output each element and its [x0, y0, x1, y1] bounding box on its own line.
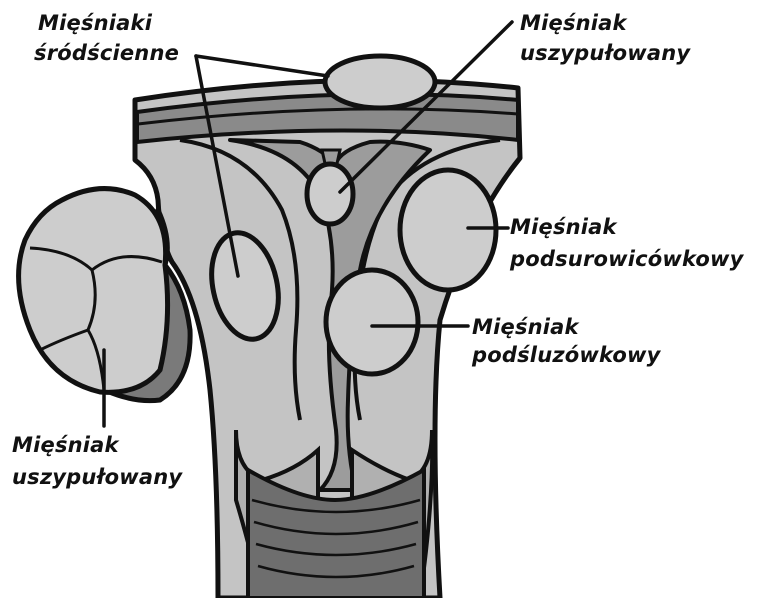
myometrium-layer-left [179, 138, 302, 421]
fibroid-intramural-top [322, 53, 438, 111]
serosa-band [135, 92, 520, 145]
label-submucosal-line1: Mięśniak [472, 315, 581, 339]
vaginal-rugae [251, 498, 421, 579]
leader-intramural-left [194, 54, 240, 278]
label-pedunculated-left-line1: Mięśniak [12, 433, 121, 457]
label-subserosal-line2: podsurowicówkowy [509, 247, 745, 271]
fibroid-submucosal [323, 267, 421, 377]
label-pedunculated-left-line2: uszypułowany [12, 465, 183, 489]
fibroid-left-lobes [29, 246, 163, 391]
leader-lines [102, 20, 514, 428]
fibroid-pedunculated-top [304, 161, 356, 227]
label-intramural-line2: śródścienne [34, 41, 179, 65]
fibroid-pedunculated-left [16, 186, 171, 395]
fibroid-subserosal [397, 167, 499, 293]
serosa-band-inner [137, 107, 519, 126]
label-subserosal-line1: Mięśniak [510, 215, 619, 239]
fibroid-intramural-left [209, 230, 281, 342]
label-pedunculated-top-line1: Mięśniak [520, 11, 629, 35]
leader-intramural-top [194, 54, 330, 78]
label-pedunculated-top-line2: uszypułowany [520, 41, 691, 65]
leader-pedunculated-top [338, 20, 514, 194]
label-intramural-line1: Mięśniaki [38, 11, 153, 35]
label-submucosal-line2: podśluzówkowy [471, 343, 662, 367]
